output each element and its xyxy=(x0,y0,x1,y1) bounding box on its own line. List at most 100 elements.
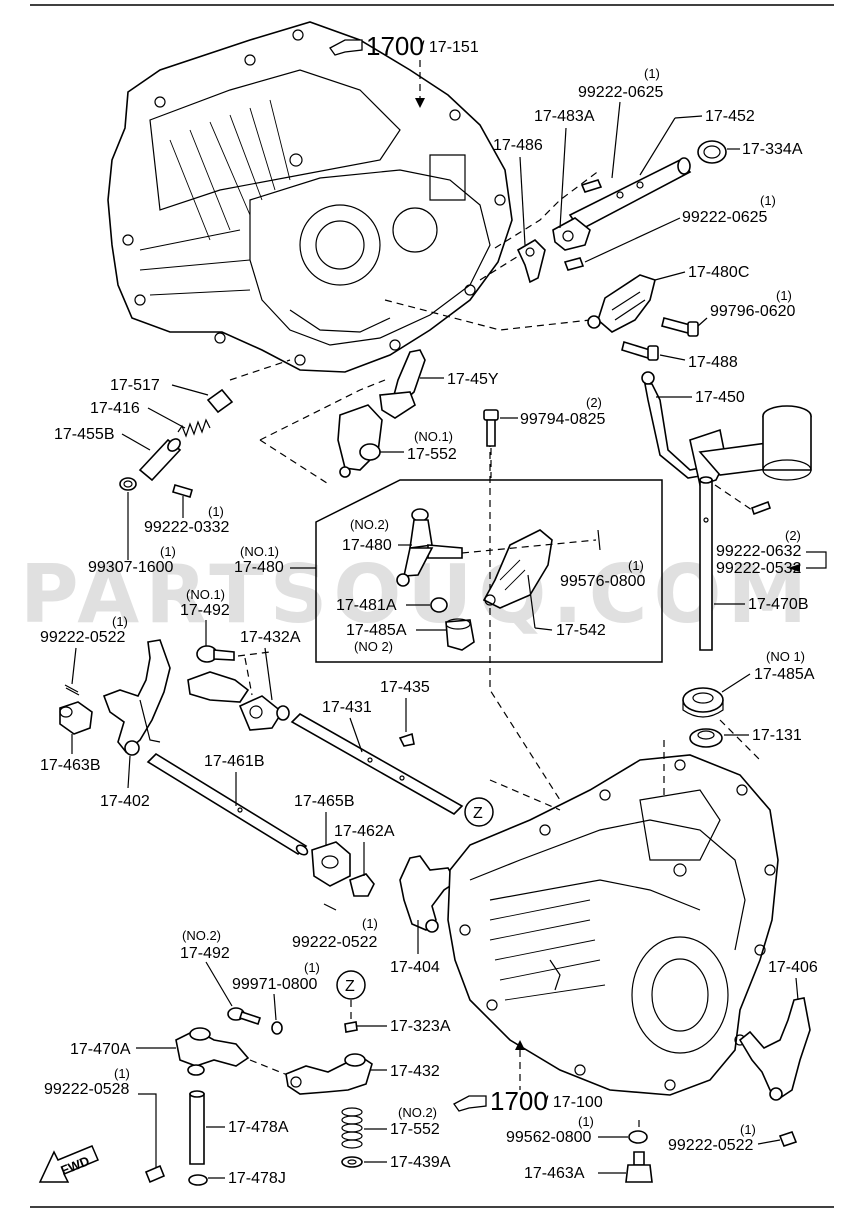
label-17-404[interactable]: 17-404 xyxy=(390,959,440,976)
label-17-416[interactable]: 17-416 xyxy=(90,400,140,417)
label-17-542[interactable]: 17-542 xyxy=(556,622,606,639)
label-17-323a[interactable]: 17-323A xyxy=(390,1018,451,1035)
label-17-517[interactable]: 17-517 xyxy=(110,377,160,394)
label-17-552-a[interactable]: 17-552 xyxy=(407,446,457,463)
lever-17-432[interactable] xyxy=(285,1053,373,1095)
label-1700-top[interactable]: 1700 xyxy=(366,31,424,61)
shift-rod-17-431[interactable] xyxy=(290,713,464,815)
label-17-492-a[interactable]: 17-492 xyxy=(180,602,230,619)
pin-17-517[interactable] xyxy=(206,388,234,414)
plug-17-463a[interactable] xyxy=(625,1151,653,1183)
lever-17-432a[interactable] xyxy=(187,671,290,731)
label-17-45y[interactable]: 17-45Y xyxy=(447,371,499,388)
label-99307-1600[interactable]: 99307-1600 xyxy=(88,559,174,576)
label-17-432[interactable]: 17-432 xyxy=(390,1063,440,1080)
label-17-488[interactable]: 17-488 xyxy=(688,354,738,371)
ring-99307-1600[interactable] xyxy=(119,477,137,491)
shift-fork-17-404[interactable] xyxy=(399,855,458,933)
bolt-17-492-no1[interactable] xyxy=(196,645,235,663)
clip-17-323a[interactable] xyxy=(344,1021,358,1033)
label-17-465b[interactable]: 17-465B xyxy=(294,793,355,810)
transmission-case-part[interactable] xyxy=(447,754,779,1096)
label-17-492-b[interactable]: 17-492 xyxy=(180,945,230,962)
label-z-a[interactable]: Z xyxy=(473,805,483,822)
label-99222-0625-a[interactable]: 99222-0625 xyxy=(578,84,664,101)
bolt-99796-0620[interactable] xyxy=(661,317,699,337)
label-17-478j[interactable]: 17-478J xyxy=(228,1170,286,1187)
label-99562-0800[interactable]: 99562-0800 xyxy=(506,1129,592,1146)
spring-17-416[interactable] xyxy=(177,418,211,438)
label-99222-0522-c[interactable]: 99222-0522 xyxy=(668,1137,754,1154)
label-99794-0825[interactable]: 99794-0825 xyxy=(520,411,606,428)
pin-99222-0632[interactable] xyxy=(750,500,772,516)
label-17-462a[interactable]: 17-462A xyxy=(334,823,395,840)
label-17-455b[interactable]: 17-455B xyxy=(54,426,115,443)
shift-rod-end-17-450[interactable] xyxy=(641,371,812,487)
lever-17-480-no2[interactable] xyxy=(396,508,463,587)
bushing-17-485a-no2[interactable] xyxy=(445,618,475,651)
ring-17-478j[interactable] xyxy=(188,1174,208,1186)
label-99222-0522-b[interactable]: 99222-0522 xyxy=(292,934,378,951)
label-99222-0528[interactable]: 99222-0528 xyxy=(44,1081,130,1098)
label-99222-0532[interactable]: 99222-0532 xyxy=(716,560,802,577)
label-99796-0620[interactable]: 99796-0620 xyxy=(710,303,796,320)
bracket-17-542[interactable] xyxy=(482,529,553,609)
label-17-431[interactable]: 17-431 xyxy=(322,699,372,716)
shift-block-17-465b[interactable] xyxy=(311,841,351,887)
bracket-17-480c[interactable] xyxy=(587,274,656,333)
label-17-439a[interactable]: 17-439A xyxy=(390,1154,451,1171)
pin-99576-0800[interactable] xyxy=(597,529,601,551)
label-17-470b[interactable]: 17-470B xyxy=(748,596,809,613)
shift-rod-17-452[interactable] xyxy=(568,157,692,232)
label-17-432a[interactable]: 17-432A xyxy=(240,629,301,646)
label-17-486[interactable]: 17-486 xyxy=(493,137,543,154)
bolt-17-492-no2[interactable] xyxy=(227,1007,262,1026)
shift-fork-17-402[interactable] xyxy=(102,639,171,756)
label-99576-0800[interactable]: 99576-0800 xyxy=(560,573,646,590)
label-17-450[interactable]: 17-450 xyxy=(695,389,745,406)
shaft-17-470b[interactable] xyxy=(699,476,713,651)
pin-99222-0522-b[interactable] xyxy=(323,903,337,911)
label-17-131[interactable]: 17-131 xyxy=(752,727,802,744)
pin-99222-0625-a[interactable] xyxy=(580,179,603,193)
label-17-552-b[interactable]: 17-552 xyxy=(390,1121,440,1138)
washer-99562-0800[interactable] xyxy=(628,1130,648,1144)
bolt-99794-0825[interactable] xyxy=(483,409,499,447)
clip-17-435[interactable] xyxy=(398,732,415,747)
lever-17-45y[interactable] xyxy=(379,349,426,419)
collar-17-462a[interactable] xyxy=(349,873,375,897)
seal-17-131[interactable] xyxy=(689,728,723,748)
pin-99222-0522-c[interactable] xyxy=(778,1131,798,1147)
bracket-17-552-no1[interactable] xyxy=(337,404,383,478)
washer-99971-0800[interactable] xyxy=(271,1021,283,1035)
label-17-463a[interactable]: 17-463A xyxy=(524,1165,585,1182)
pin-99222-0528[interactable] xyxy=(144,1164,166,1184)
oil-seal-17-334a[interactable] xyxy=(697,140,727,164)
label-17-480-b[interactable]: 17-480 xyxy=(234,559,284,576)
shift-fork-17-406[interactable] xyxy=(738,997,811,1101)
label-17-151[interactable]: / 17-151 xyxy=(420,39,479,56)
lever-17-470a[interactable] xyxy=(175,1027,250,1076)
label-17-402[interactable]: 17-402 xyxy=(100,793,150,810)
label-17-463b[interactable]: 17-463B xyxy=(40,757,101,774)
label-17-334a[interactable]: 17-334A xyxy=(742,141,803,158)
label-17-435[interactable]: 17-435 xyxy=(380,679,430,696)
bushing-17-485a-no1[interactable] xyxy=(682,687,724,718)
label-17-480-a[interactable]: 17-480 xyxy=(342,537,392,554)
label-99222-0632[interactable]: 99222-0632 xyxy=(716,543,802,560)
label-17-483a[interactable]: 17-483A xyxy=(534,108,595,125)
bolt-17-488[interactable] xyxy=(621,340,659,361)
washer-17-439a[interactable] xyxy=(341,1156,363,1168)
pin-99222-0332[interactable] xyxy=(172,484,193,498)
label-17-478a[interactable]: 17-478A xyxy=(228,1119,289,1136)
shift-lever-17-483a[interactable] xyxy=(552,217,591,251)
clutch-housing-part[interactable] xyxy=(107,21,513,373)
label-17-470a[interactable]: 17-470A xyxy=(70,1041,131,1058)
label-17-485a-b[interactable]: 17-485A xyxy=(754,666,815,683)
pin-99222-0522-a[interactable] xyxy=(64,684,80,696)
label-17-480c[interactable]: 17-480C xyxy=(688,264,749,281)
spring-17-552-no2[interactable] xyxy=(341,1107,363,1149)
label-17-485a-a[interactable]: 17-485A xyxy=(346,622,407,639)
label-17-452[interactable]: 17-452 xyxy=(705,108,755,125)
collar-17-481a[interactable] xyxy=(430,597,448,613)
